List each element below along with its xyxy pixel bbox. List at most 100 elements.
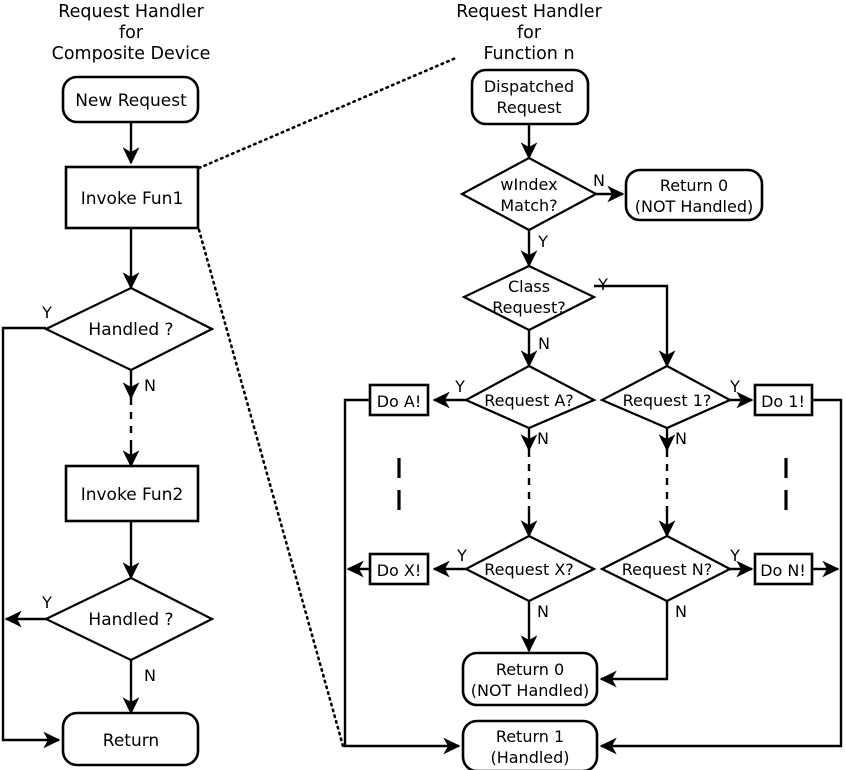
title-left-line2: for — [119, 23, 144, 43]
node-return-left[interactable]: Return — [61, 711, 200, 767]
node-handled-1[interactable]: Handled ? — [43, 286, 215, 372]
title-right-line1: Request Handler — [456, 2, 602, 22]
node-request-a[interactable]: Request A? — [463, 364, 597, 430]
handled1-yes-label: Y — [41, 303, 52, 322]
handled2-yes-label: Y — [41, 593, 52, 612]
conn-handled1-yes-rail — [1, 326, 61, 749]
return-left-label: Return — [103, 731, 159, 751]
left-connectors — [1, 122, 140, 749]
conn-right-rail-to-return1 — [599, 398, 843, 755]
node-request-x[interactable]: Request X? — [463, 534, 597, 603]
request-x-diamond[interactable] — [463, 534, 597, 603]
return0-top-line2: (NOT Handled) — [635, 197, 753, 216]
callout-dotted-line-bottom — [197, 228, 345, 748]
request-1-no-label: N — [675, 429, 687, 448]
request-1-yes-label: Y — [729, 377, 740, 396]
title-left-line3: Composite Device — [52, 44, 211, 64]
node-do-n[interactable]: Do N! — [753, 552, 814, 586]
handled2-no-label: N — [144, 666, 156, 685]
class-no-label: N — [538, 334, 550, 353]
windex-match-diamond[interactable] — [459, 156, 599, 232]
windex-no-label: N — [593, 171, 605, 190]
return0-bottom-line1: Return 0 — [496, 660, 564, 679]
request-x-no-label: N — [537, 602, 549, 621]
node-request-1[interactable]: Request 1? — [599, 364, 733, 430]
conn-left-rail-to-return1 — [343, 398, 461, 755]
request-n-label: Request N? — [622, 560, 713, 579]
invoke-fun2-label: Invoke Fun2 — [81, 485, 184, 505]
request-a-label: Request A? — [484, 391, 574, 410]
do-1-box[interactable] — [753, 383, 814, 417]
do-n-label: Do N! — [760, 561, 806, 580]
return0-bottom-box[interactable] — [461, 651, 599, 707]
title-left-line1: Request Handler — [58, 2, 204, 22]
node-handled-2[interactable]: Handled ? — [43, 576, 215, 662]
title-left: Request Handler for Composite Device — [52, 2, 211, 64]
node-do-x[interactable]: Do X! — [368, 552, 430, 586]
dispatched-request-line2: Request — [497, 98, 562, 117]
right-connectors — [343, 124, 843, 755]
return-left-box[interactable] — [61, 711, 200, 767]
windex-yes-label: Y — [537, 232, 548, 251]
node-return0-bottom[interactable]: Return 0 (NOT Handled) — [461, 651, 599, 707]
node-request-n[interactable]: Request N? — [599, 534, 733, 603]
invoke-fun1-label: Invoke Fun1 — [81, 189, 184, 209]
do-x-label: Do X! — [377, 561, 422, 580]
class-request-line1: Class — [508, 277, 550, 296]
windex-match-line1: wIndex — [500, 175, 557, 194]
title-right-line2: for — [517, 23, 542, 43]
title-right: Request Handler for Function n — [456, 2, 602, 64]
request-x-yes-label: Y — [456, 546, 467, 565]
node-windex-match[interactable]: wIndex Match? — [459, 156, 599, 232]
return1-line1: Return 1 — [496, 727, 564, 746]
handled2-label: Handled ? — [88, 610, 173, 630]
conn-requestn-no-to-return0 — [599, 601, 669, 688]
invoke-fun1-box[interactable] — [64, 165, 200, 230]
node-dispatched-request[interactable]: Dispatched Request — [470, 68, 590, 126]
handled1-label: Handled ? — [88, 320, 173, 340]
title-right-line3: Function n — [483, 44, 574, 64]
dispatched-request-line1: Dispatched — [484, 77, 574, 96]
handled1-diamond[interactable] — [43, 286, 215, 372]
windex-match-line2: Match? — [500, 196, 557, 215]
new-request-box[interactable] — [61, 75, 200, 124]
node-do-a[interactable]: Do A! — [368, 383, 430, 417]
request-a-no-label: N — [537, 429, 549, 448]
request-1-label: Request 1? — [623, 391, 712, 410]
node-invoke-fun1[interactable]: Invoke Fun1 — [64, 165, 200, 230]
node-return0-top[interactable]: Return 0 (NOT Handled) — [624, 168, 764, 222]
conn-class-yes-to-request1 — [594, 284, 676, 368]
request-n-no-label: N — [675, 602, 687, 621]
do-1-label: Do 1! — [761, 392, 805, 411]
node-do-1[interactable]: Do 1! — [753, 383, 814, 417]
do-a-box[interactable] — [368, 383, 430, 417]
dispatched-request-box[interactable] — [470, 68, 590, 126]
return1-box[interactable] — [461, 719, 599, 770]
request-n-diamond[interactable] — [599, 534, 733, 603]
class-yes-label: Y — [597, 275, 608, 294]
node-new-request[interactable]: New Request — [61, 75, 200, 124]
node-invoke-fun2[interactable]: Invoke Fun2 — [64, 464, 200, 523]
return1-line2: (Handled) — [490, 748, 569, 767]
node-class-request[interactable]: Class Request? — [461, 264, 597, 332]
request-x-label: Request X? — [484, 560, 574, 579]
new-request-label: New Request — [75, 91, 187, 111]
request-1-diamond[interactable] — [599, 364, 733, 430]
do-x-box[interactable] — [368, 552, 430, 586]
class-request-line2: Request? — [492, 298, 565, 317]
request-a-yes-label: Y — [454, 377, 465, 396]
request-a-diamond[interactable] — [463, 364, 597, 430]
return0-top-box[interactable] — [624, 168, 764, 222]
node-return1[interactable]: Return 1 (Handled) — [461, 719, 599, 770]
callout-dotted-line-top — [197, 55, 460, 170]
return0-top-line1: Return 0 — [660, 176, 728, 195]
return0-bottom-line2: (NOT Handled) — [471, 681, 589, 700]
request-n-yes-label: Y — [729, 546, 740, 565]
invoke-fun2-box[interactable] — [64, 464, 200, 523]
handled2-diamond[interactable] — [43, 576, 215, 662]
do-n-box[interactable] — [753, 552, 814, 586]
class-request-diamond[interactable] — [461, 264, 597, 332]
do-a-label: Do A! — [377, 392, 422, 411]
